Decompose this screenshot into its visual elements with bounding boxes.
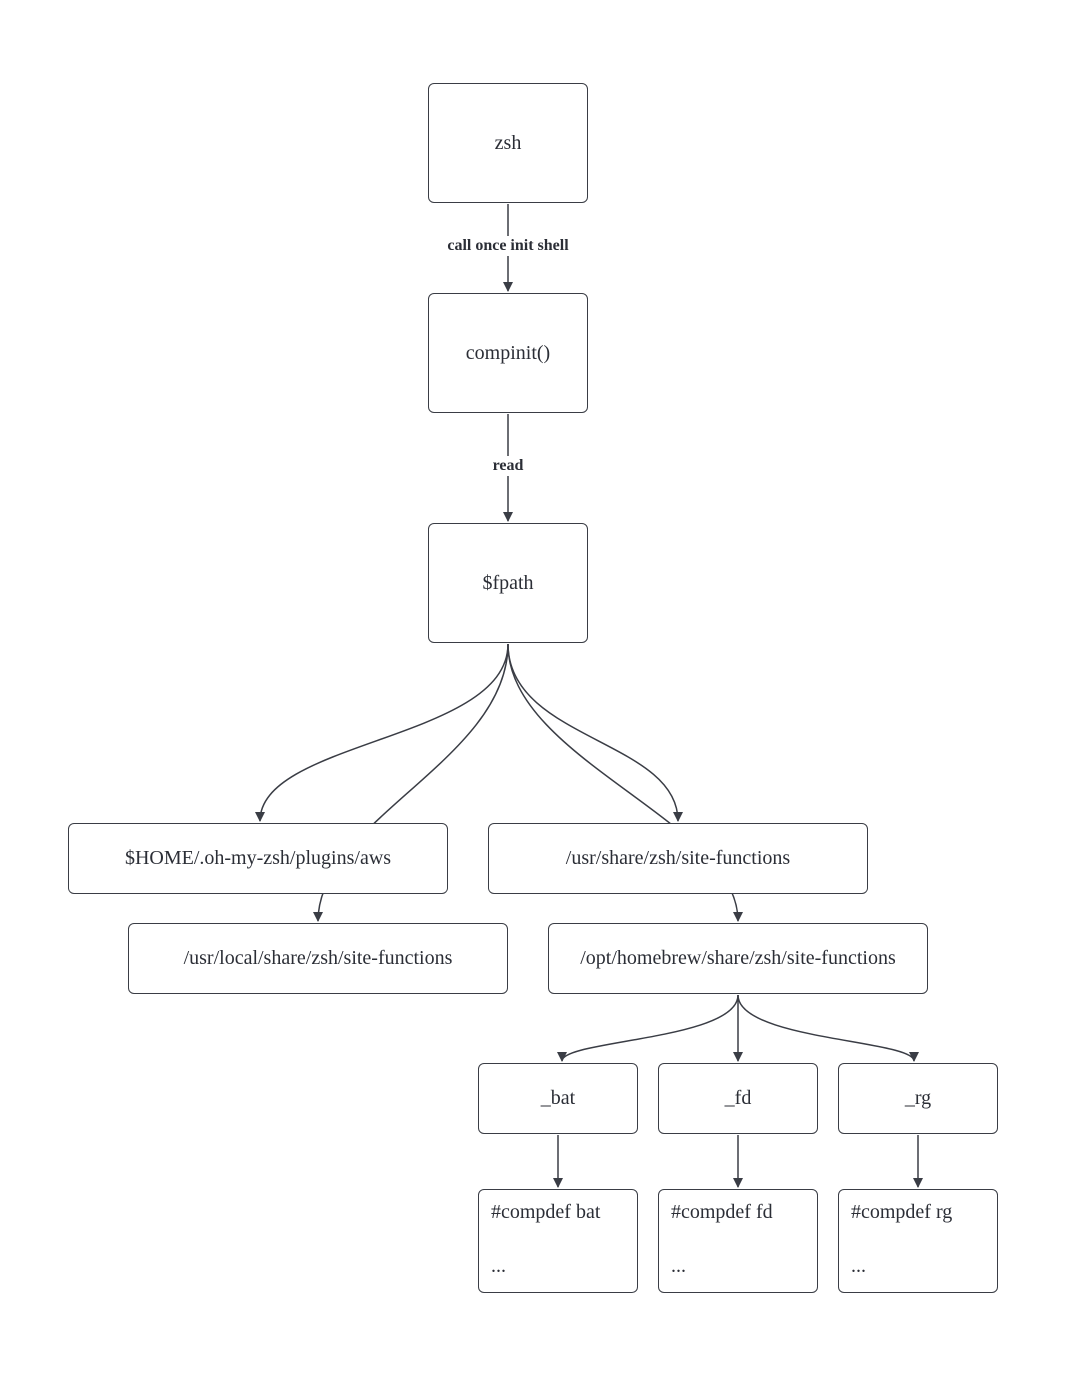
node-rg[interactable]: _rg (838, 1063, 998, 1134)
node-zsh[interactable]: zsh (428, 83, 588, 203)
ellipsis-line: ... (851, 1255, 866, 1277)
compdef-line: #compdef fd (671, 1201, 773, 1223)
node-bat-content[interactable]: #compdef bat ... (478, 1189, 638, 1293)
node-ohmyzsh-aws[interactable]: $HOME/.oh-my-zsh/plugins/aws (68, 823, 448, 894)
edge-homebrew-rg (737, 994, 919, 1062)
node-fd[interactable]: _fd (658, 1063, 818, 1134)
node-usr-local-share[interactable]: /usr/local/share/zsh/site-functions (128, 923, 508, 994)
ellipsis-line: ... (671, 1255, 686, 1277)
node-fd-content[interactable]: #compdef fd ... (658, 1189, 818, 1293)
edge-fpath-usrshare (507, 643, 683, 822)
edge-label-call-once-init-shell: call once init shell (444, 236, 572, 256)
ellipsis-line: ... (491, 1255, 506, 1277)
edge-label-read: read (489, 456, 527, 476)
node-bat[interactable]: _bat (478, 1063, 638, 1134)
compdef-line: #compdef bat (491, 1201, 601, 1223)
edge-homebrew-bat (557, 994, 739, 1062)
edge-fpath-ohmyzsh (255, 643, 509, 822)
node-usr-share[interactable]: /usr/share/zsh/site-functions (488, 823, 868, 894)
node-fpath[interactable]: $fpath (428, 523, 588, 643)
node-opt-homebrew[interactable]: /opt/homebrew/share/zsh/site-functions (548, 923, 928, 994)
node-compinit[interactable]: compinit() (428, 293, 588, 413)
node-rg-content[interactable]: #compdef rg ... (838, 1189, 998, 1293)
compdef-line: #compdef rg (851, 1201, 953, 1223)
